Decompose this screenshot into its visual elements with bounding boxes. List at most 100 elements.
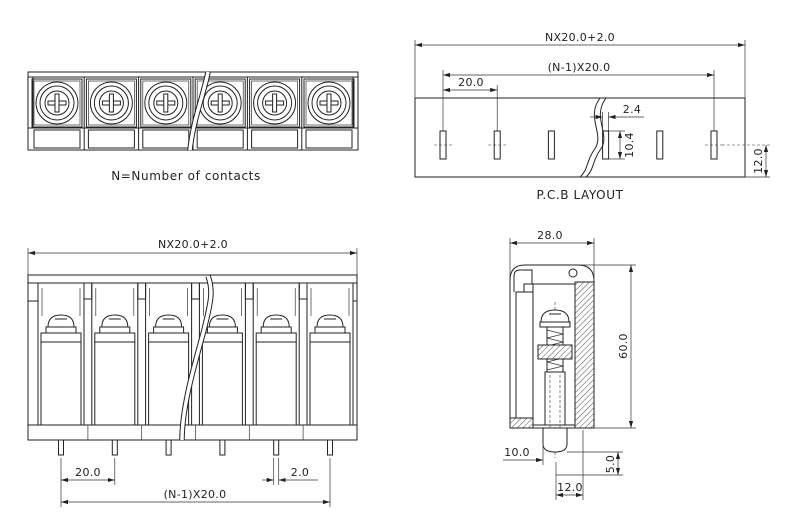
cell-frame: [85, 78, 137, 128]
side-bottom-section: [509, 417, 534, 429]
screw-slot-vertical: [272, 93, 278, 113]
side-clamp-plate: [537, 344, 573, 360]
side-latch-pin: [568, 268, 578, 278]
clamp-plate: [255, 332, 297, 343]
pcb-layout-title: P.C.B LAYOUT: [536, 188, 623, 202]
screw-slot-vertical: [326, 93, 332, 113]
screw-head: [316, 314, 344, 328]
front-view-compartment: [252, 282, 308, 456]
side-screw-head: [540, 309, 570, 323]
front-view: NX20.0+2.0 20.0 2.0 (N-1)X20.0: [27, 238, 358, 507]
screw-head: [153, 90, 179, 116]
side-bottom-dim-label: 12.0: [557, 481, 583, 494]
screw-washer: [39, 85, 75, 121]
cell-lower-section: [87, 129, 135, 149]
front-span-dim-label: (N-1)X20.0: [164, 488, 227, 501]
front-view-wire: [179, 275, 214, 441]
screw-washer: [153, 326, 185, 334]
cell-inner-frame: [88, 80, 135, 126]
side-screw-washer: [539, 321, 571, 328]
cell-lower-section: [196, 129, 244, 149]
front-view-compartment: [198, 282, 254, 456]
top-view: N=Number of contacts: [27, 71, 359, 183]
screw-head: [155, 314, 183, 328]
pcb-overall-dim-label: NX20.0+2.0: [545, 31, 615, 44]
clamp-plate: [94, 332, 136, 343]
pad-slot: [547, 130, 555, 160]
top-view-cells: [31, 78, 355, 149]
side-contact-block: [544, 371, 566, 426]
side-height-dim-label: 60.0: [617, 333, 630, 359]
clamp-plate: [309, 332, 351, 343]
front-pitch-dim-label: 20.0: [75, 466, 101, 479]
screw-washer: [206, 326, 238, 334]
top-view-wire: [187, 71, 211, 151]
screw-head: [262, 314, 290, 328]
screw-washer: [148, 85, 184, 121]
screw-washer: [257, 85, 293, 121]
screw-head: [101, 314, 129, 328]
cell-frame: [31, 78, 83, 128]
cell-inner-frame: [33, 80, 81, 126]
side-view: 28.0 60.0 10.0 5.0: [503, 229, 636, 500]
screw-slot-vertical: [163, 93, 169, 113]
top-view-cell: [194, 78, 246, 149]
top-view-left-end: [27, 76, 34, 129]
pcb-span-dim-label: (N-1)X20.0: [548, 61, 611, 74]
pcb-pin: [327, 439, 333, 456]
clamp-plate: [201, 332, 243, 343]
compartment-lower: [94, 341, 136, 426]
screw-head: [98, 90, 124, 116]
pcb-pads: [434, 130, 723, 160]
pcb-pin: [273, 439, 280, 456]
cell-inner-frame: [305, 80, 353, 126]
screw-slot-vertical: [54, 93, 60, 113]
side-width-dim-label: 28.0: [537, 229, 563, 242]
front-view-compartment: [37, 282, 93, 456]
side-pin-dim-label: 5.0: [604, 455, 617, 473]
compartment-lower: [201, 341, 243, 426]
pcb-pad-width-label: 2.4: [623, 103, 641, 116]
cell-lower-section: [251, 129, 299, 149]
cell-inner-frame: [251, 80, 298, 126]
pcb-pin: [165, 439, 172, 456]
top-view-cell: [303, 78, 355, 149]
screw-washer: [202, 85, 238, 121]
front-overall-dim-label: NX20.0+2.0: [158, 238, 228, 251]
screw-washer: [45, 326, 77, 334]
cell-frame: [194, 78, 246, 128]
compartment-lower: [40, 341, 82, 426]
top-view-cell: [85, 78, 137, 149]
wire-fill: [180, 275, 213, 441]
cell-lower-section: [305, 129, 353, 149]
screw-head: [262, 90, 288, 116]
screw-head: [44, 90, 70, 116]
side-wall-section: [574, 281, 595, 429]
cell-inner-frame: [142, 80, 190, 126]
top-view-cell: [140, 78, 192, 149]
front-pin-dim-label: 2.0: [291, 466, 309, 479]
pcb-pin: [219, 439, 226, 456]
pcb-break-line: [579, 97, 601, 178]
top-view-cell: [249, 78, 301, 149]
pcb-pitch-dim-label: 20.0: [458, 76, 484, 89]
screw-head: [207, 90, 233, 116]
clamp-plate: [40, 332, 82, 343]
cell-lower-section: [33, 129, 81, 149]
side-hook: [513, 269, 533, 292]
pcb-layout-view: NX20.0+2.0 (N-1)X20.0 20.0 2.4 10.4 12.0…: [414, 31, 770, 202]
pcb-pad-length-label: 10.4: [623, 132, 636, 158]
cell-frame: [249, 78, 301, 128]
screw-washer: [311, 85, 347, 121]
side-left-dim-label: 10.0: [504, 446, 530, 459]
cell-frame: [140, 78, 192, 128]
pcb-outline: [414, 97, 746, 178]
screw-slot-vertical: [108, 93, 114, 113]
cell-frame: [303, 78, 355, 128]
pad-slot: [656, 130, 664, 160]
front-view-compartments: [37, 282, 354, 456]
pcb-break-line-inner: [585, 97, 607, 178]
screw-washer: [314, 326, 346, 334]
pcb-pad: [547, 130, 555, 160]
